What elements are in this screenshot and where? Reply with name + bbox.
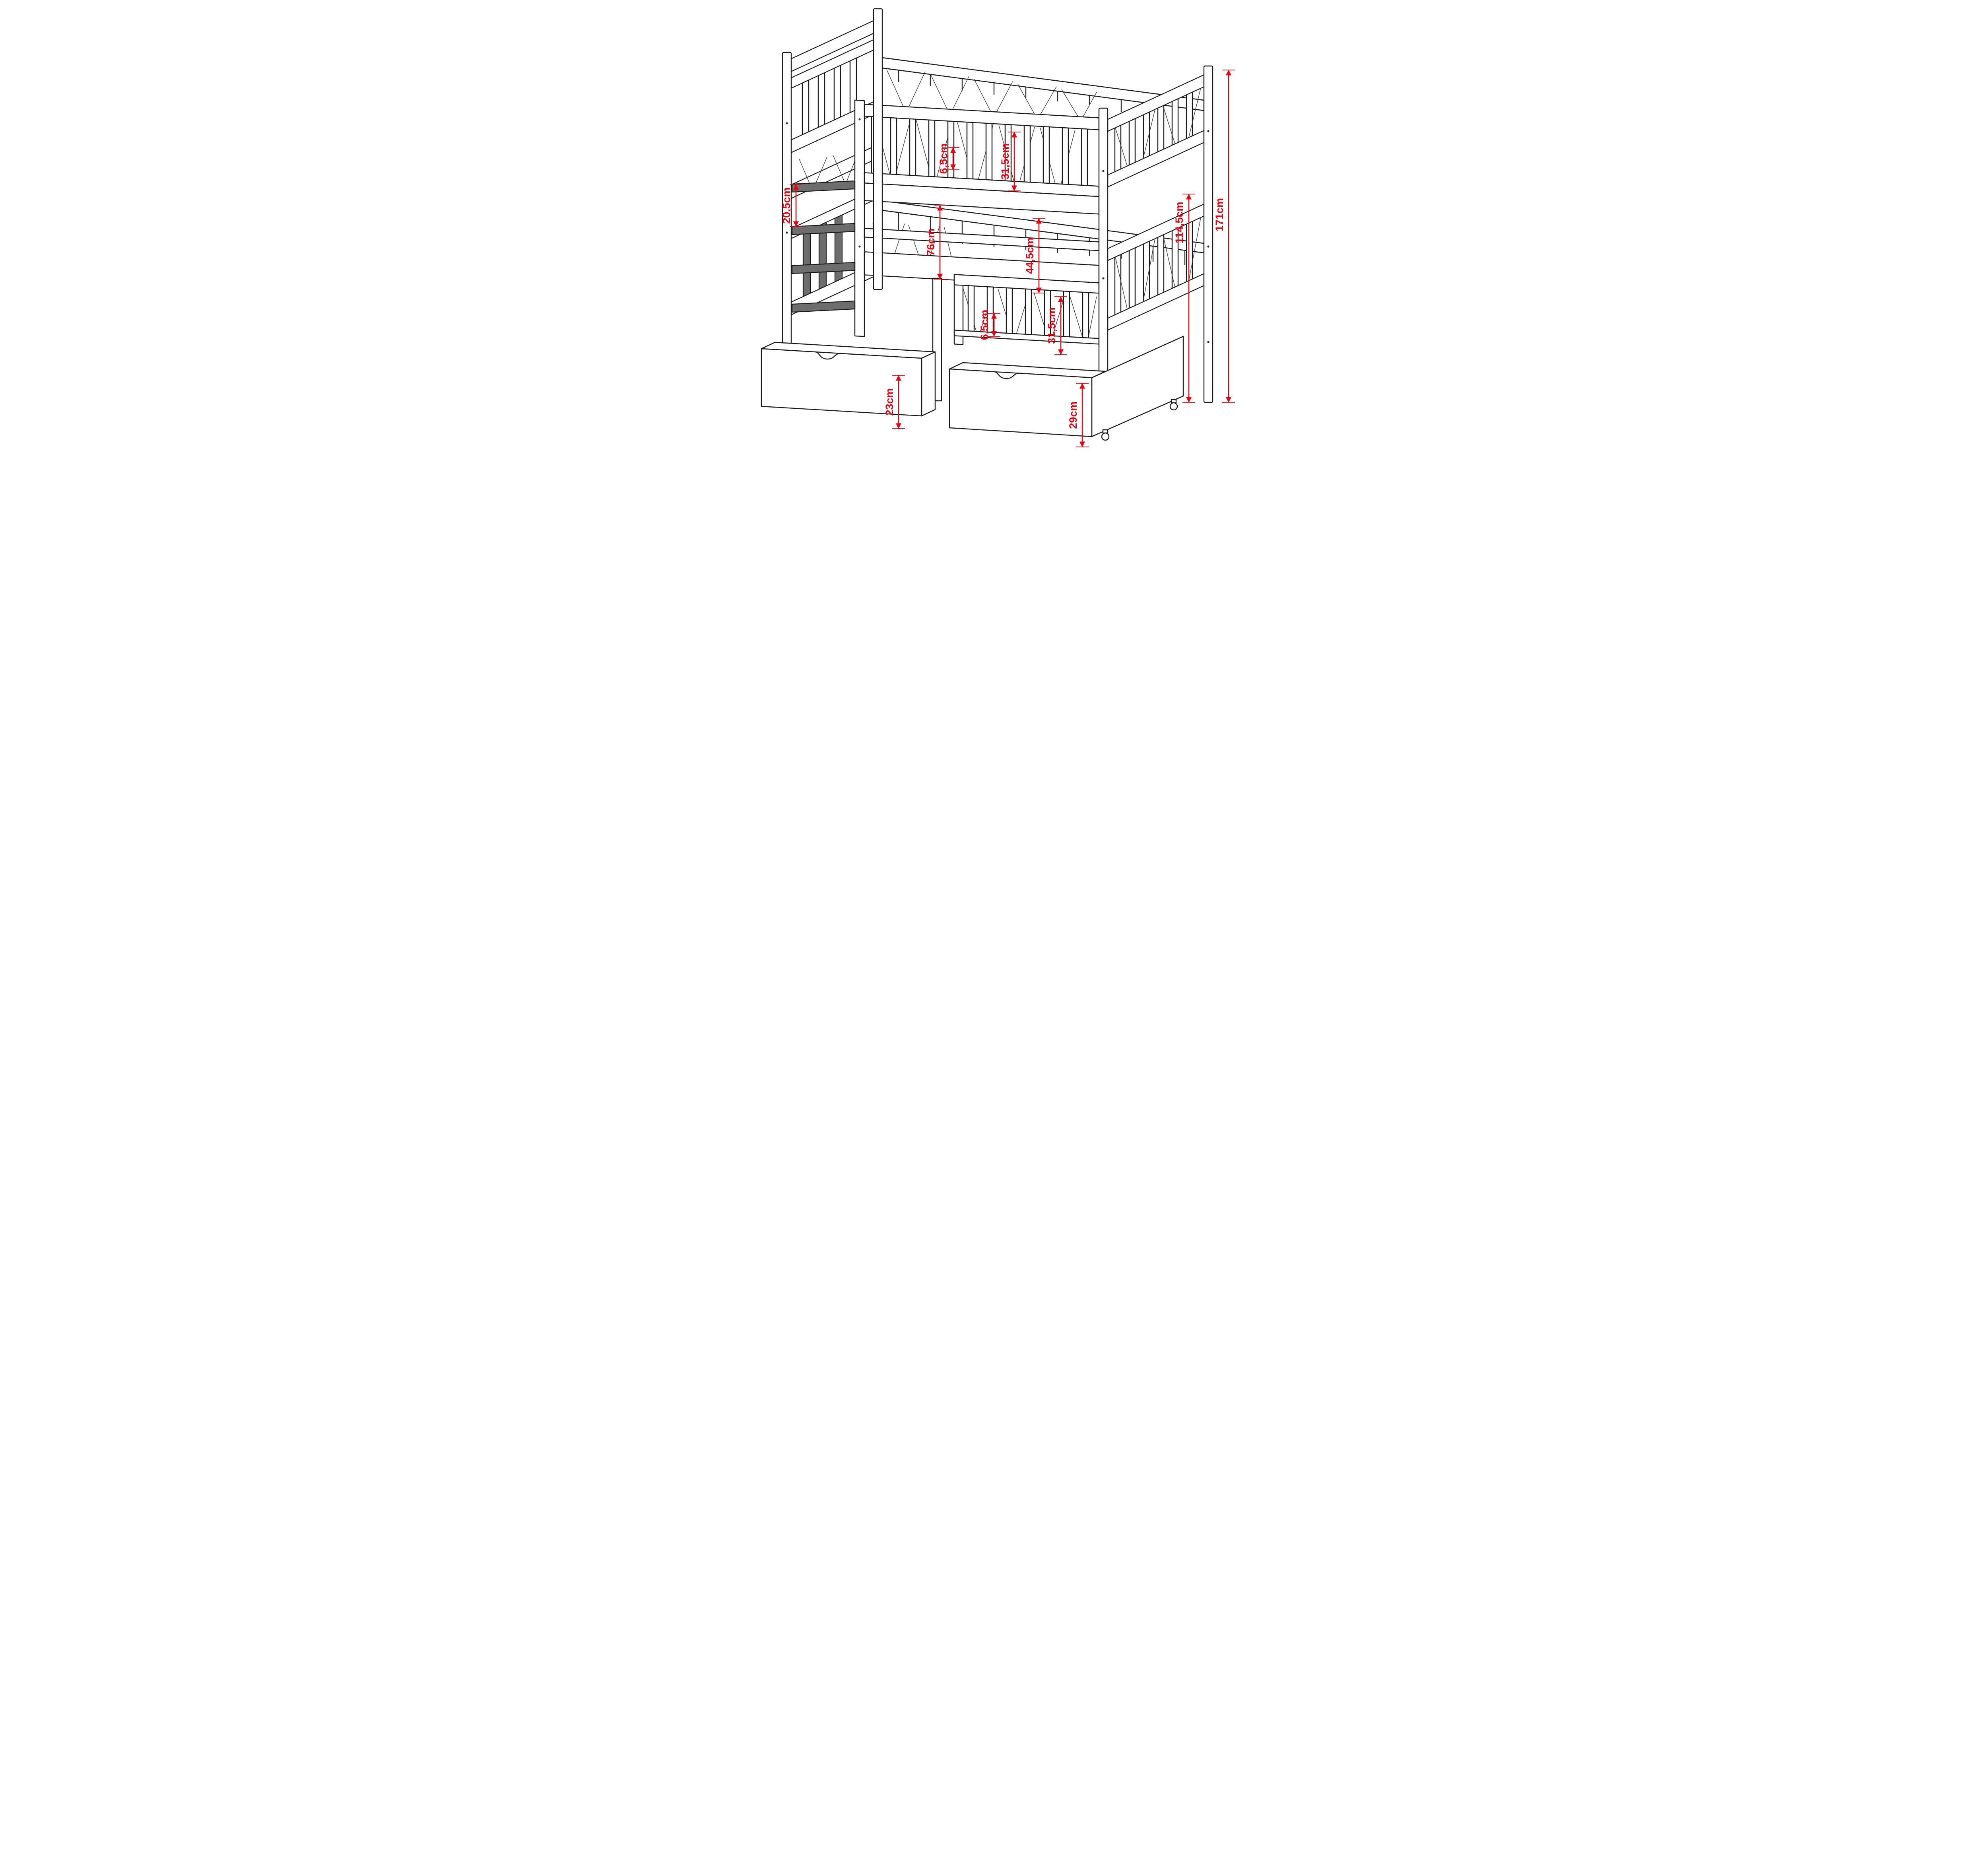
lower-guardrail-spindle bbox=[1063, 291, 1070, 338]
dimension-label: 20,5cm bbox=[780, 187, 792, 224]
technical-drawing-page: 20,5cm 76cm 6,5cm 31,5cm 44,5cm 6,5cm bbox=[676, 0, 1312, 465]
dimension-label: 31,5cm bbox=[999, 143, 1011, 180]
dimension-label: 171cm bbox=[1213, 198, 1225, 231]
left-drawer bbox=[761, 342, 936, 417]
ladder-rung bbox=[791, 300, 856, 313]
upper-far-guardrail-spindles bbox=[898, 70, 1122, 112]
upper-guardrail-spindle bbox=[890, 117, 897, 175]
upper-guardrail-spindle bbox=[985, 122, 993, 181]
upper-mattress-slats-hatching-foot bbox=[1115, 87, 1201, 166]
dimension-label: 6,5cm bbox=[938, 144, 949, 174]
headboard-slat bbox=[802, 80, 810, 136]
corner-posts bbox=[782, 8, 1213, 403]
dimension-label: 6,5cm bbox=[978, 310, 990, 340]
lower-guardrail-spindle bbox=[1082, 291, 1089, 339]
dimension-label: 29cm bbox=[1067, 401, 1079, 429]
footboard-face bbox=[1107, 74, 1205, 331]
lower-guardrail-spindle bbox=[1006, 287, 1013, 334]
dimension-upper-slat-thickness: 6,5cm bbox=[938, 144, 959, 174]
caster-wheel bbox=[1101, 432, 1110, 441]
dimension-label: 44,5cm bbox=[1024, 237, 1036, 274]
upper-footboard-spindle bbox=[1157, 105, 1165, 153]
ladder-rung bbox=[791, 180, 856, 193]
lower-footboard-spindle bbox=[1114, 254, 1122, 316]
guardrail-end-post-ladder-rail bbox=[854, 99, 865, 337]
lower-headboard-slat bbox=[802, 229, 811, 297]
screw-hole bbox=[1102, 277, 1105, 280]
lower-mattress-slats-hatching-foot bbox=[1115, 217, 1201, 309]
screw-hole bbox=[786, 231, 788, 234]
caster-stem bbox=[1171, 399, 1177, 404]
upper-guardrail-top-rail bbox=[864, 104, 1100, 130]
screw-hole bbox=[786, 122, 788, 124]
right-drawer-front bbox=[949, 368, 1093, 437]
dimension-total-height: 171cm bbox=[1213, 70, 1235, 403]
upper-mattress-slats-hatching-head bbox=[799, 153, 858, 187]
dimension-upper-guardrail-height: 31,5cm bbox=[999, 132, 1021, 191]
lower-footboard-spindle bbox=[1186, 221, 1193, 282]
ladder-rung bbox=[791, 223, 856, 235]
dimension-left-drawer-height: 23cm bbox=[883, 375, 905, 429]
left-drawer-front bbox=[761, 348, 922, 417]
lower-guardrail-spindle bbox=[967, 285, 975, 332]
upper-footboard-bottom-rail bbox=[1107, 130, 1205, 188]
dimension-bunk-clearance: 76cm bbox=[925, 205, 946, 280]
upper-guardrail-spindle bbox=[909, 118, 916, 176]
screw-hole bbox=[1207, 341, 1209, 343]
ladder-rung bbox=[791, 262, 856, 274]
far-left-post bbox=[873, 8, 883, 290]
screw-holes bbox=[786, 118, 1209, 343]
ladder bbox=[791, 180, 856, 313]
lower-footboard-spindle bbox=[1128, 247, 1136, 309]
dimension-under-upper-bunk-gap: 44,5cm bbox=[1024, 218, 1045, 293]
dimension-upper-bunk-height: 114,5cm bbox=[1173, 194, 1195, 403]
dimension-lower-guardrail-height: 31,5cm bbox=[1046, 296, 1067, 355]
screw-hole bbox=[858, 245, 861, 248]
dimension-label: 31,5cm bbox=[1046, 307, 1058, 344]
right-drawer bbox=[949, 336, 1184, 441]
headboard-slat bbox=[833, 65, 841, 121]
left-drawer-side-face bbox=[921, 351, 936, 417]
lower-footboard-spindle bbox=[1157, 234, 1165, 296]
screw-hole bbox=[858, 118, 861, 120]
screw-hole bbox=[1207, 130, 1209, 132]
dimension-label: 23cm bbox=[883, 388, 895, 416]
dimension-right-drawer-height: 29cm bbox=[1067, 383, 1089, 447]
near-right-post bbox=[1098, 107, 1109, 403]
upper-guardrail-spindle bbox=[928, 119, 936, 177]
caster-wheel bbox=[1169, 402, 1178, 411]
dimension-lower-slat-thickness: 6,5cm bbox=[978, 310, 1000, 340]
upper-guardrail-spindle bbox=[966, 122, 974, 180]
dimension-label: 114,5cm bbox=[1173, 202, 1185, 243]
bunk-bed-technical-drawing: 20,5cm 76cm 6,5cm 31,5cm 44,5cm 6,5cm bbox=[761, 8, 1235, 447]
upper-guardrail-spindle bbox=[1043, 126, 1050, 184]
screw-hole bbox=[1102, 170, 1105, 172]
dimension-ladder-rung-spacing: 20,5cm bbox=[780, 184, 802, 227]
upper-mattress-slats-hatching-far bbox=[886, 69, 1097, 118]
upper-footboard-spindle bbox=[1114, 124, 1122, 173]
upper-guardrail-spindle bbox=[1023, 125, 1031, 183]
dimension-label: 76cm bbox=[925, 228, 937, 256]
lower-footboard-bottom-rail bbox=[1107, 273, 1205, 331]
dimension-annotations: 20,5cm 76cm 6,5cm 31,5cm 44,5cm 6,5cm bbox=[780, 70, 1235, 447]
upper-footboard-spindle bbox=[1186, 91, 1193, 139]
lower-guardrail-spindle bbox=[1025, 288, 1032, 335]
upper-guardrail-spindle bbox=[1062, 127, 1069, 185]
upper-guardrail-spindle bbox=[1081, 128, 1088, 186]
screw-hole bbox=[1207, 245, 1209, 248]
far-right-post bbox=[1203, 65, 1213, 403]
upper-footboard-spindle bbox=[1128, 118, 1136, 166]
headboard-slat bbox=[817, 72, 825, 128]
